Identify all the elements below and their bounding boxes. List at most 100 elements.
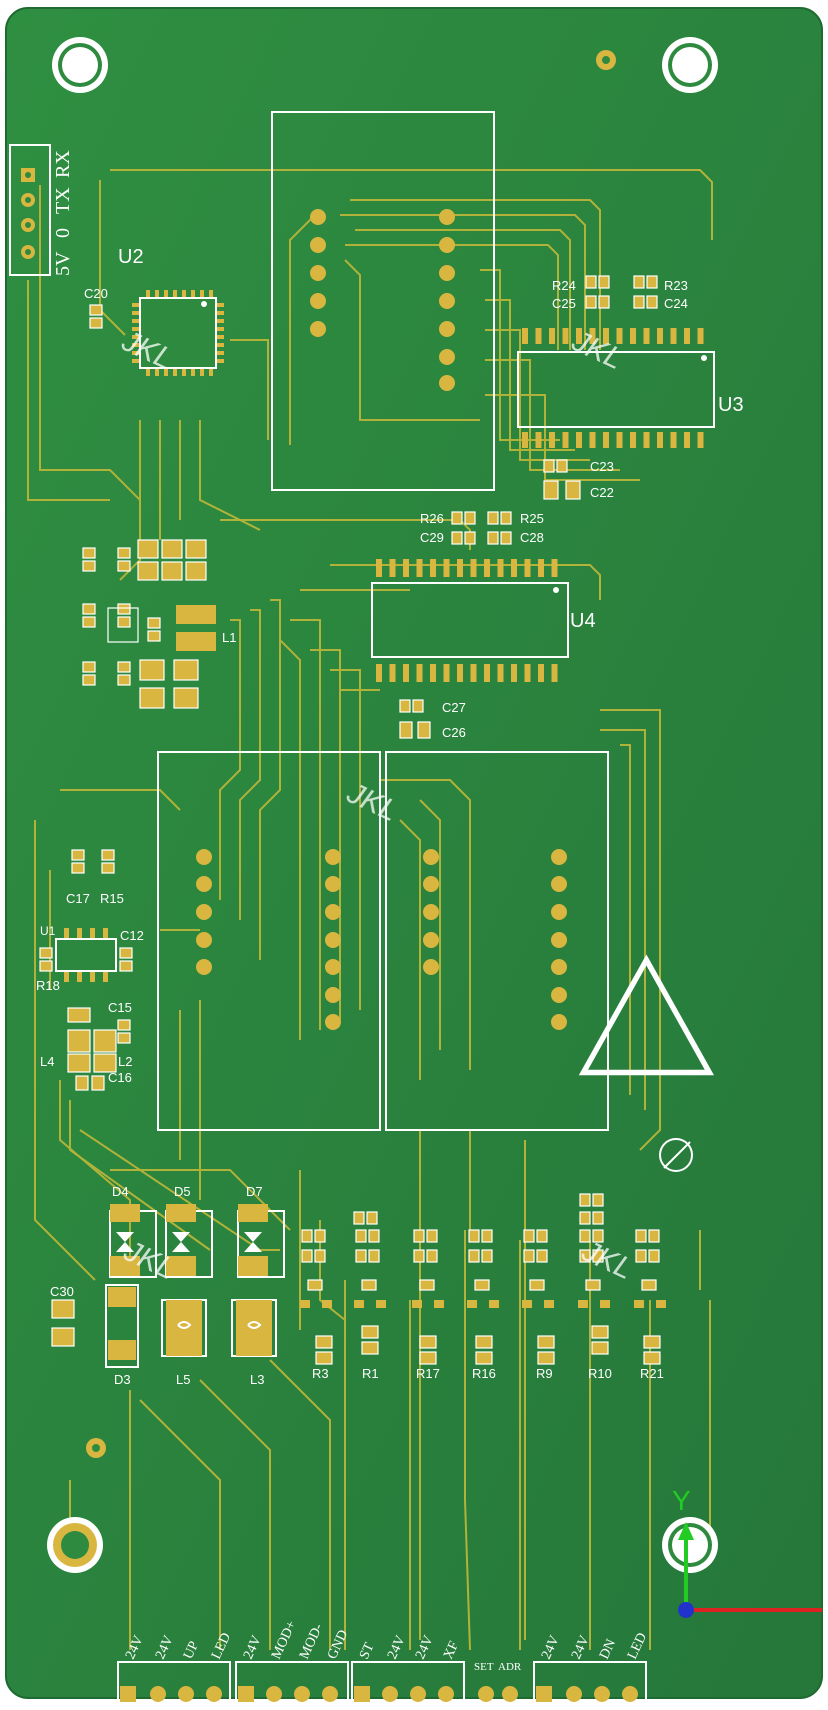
u3-pin bbox=[522, 432, 528, 448]
u2-pin bbox=[214, 327, 224, 331]
axis-indicator bbox=[678, 1522, 822, 1618]
smd-pad bbox=[579, 1229, 591, 1243]
label-c15: C15 bbox=[108, 1000, 132, 1015]
u3-pin bbox=[657, 432, 663, 448]
label-c27: C27 bbox=[442, 700, 466, 715]
connector-pad bbox=[566, 1686, 582, 1702]
u2-pin bbox=[200, 366, 204, 376]
u2-pin bbox=[173, 366, 177, 376]
through-hole-pad bbox=[310, 209, 326, 225]
connector-pad bbox=[502, 1686, 518, 1702]
smd-pad bbox=[412, 699, 424, 713]
smd-pad bbox=[579, 1211, 591, 1225]
smd-pad bbox=[419, 1279, 435, 1291]
smd-pad bbox=[500, 531, 512, 545]
u3-pin bbox=[643, 328, 650, 344]
connector-pad bbox=[178, 1686, 194, 1702]
u3-pin bbox=[603, 328, 609, 344]
u2-pin bbox=[209, 290, 213, 300]
connector-pad bbox=[150, 1686, 166, 1702]
smd-pad bbox=[399, 699, 411, 713]
smd-pad bbox=[82, 616, 96, 628]
u4-pin bbox=[497, 664, 504, 682]
label-c28: C28 bbox=[520, 530, 544, 545]
label-c16: C16 bbox=[108, 1070, 132, 1085]
smd-pad bbox=[147, 630, 161, 642]
smd-pad bbox=[89, 304, 103, 316]
smd-pad bbox=[368, 1249, 380, 1263]
u4-pin1-dot bbox=[553, 587, 559, 593]
label-l3: L3 bbox=[250, 1372, 264, 1387]
smd-pad bbox=[451, 511, 463, 525]
through-hole-pad bbox=[325, 849, 341, 865]
u4-pin bbox=[551, 559, 558, 577]
smd-pad bbox=[413, 1229, 425, 1243]
u4-pin bbox=[497, 559, 504, 577]
label-c24: C24 bbox=[664, 296, 688, 311]
smd-pad bbox=[101, 849, 115, 861]
u3-pin bbox=[603, 432, 609, 448]
through-hole-pad bbox=[325, 932, 341, 948]
through-hole-pad bbox=[423, 959, 439, 975]
smd-pad bbox=[301, 1229, 313, 1243]
smd-pad bbox=[147, 617, 161, 629]
smd-pad bbox=[481, 1249, 493, 1263]
label-r21: R21 bbox=[640, 1366, 664, 1381]
through-hole-pad bbox=[439, 375, 455, 391]
connector-pad bbox=[322, 1686, 338, 1702]
smd-pad bbox=[464, 511, 476, 525]
through-hole-pad bbox=[423, 904, 439, 920]
smd-pad bbox=[481, 1229, 493, 1243]
smd-pad bbox=[464, 531, 476, 545]
through-hole-pad bbox=[551, 987, 567, 1003]
smd-pad bbox=[119, 947, 133, 959]
through-hole-pad bbox=[551, 904, 567, 920]
label-c25: C25 bbox=[552, 296, 576, 311]
mounting-holes bbox=[47, 37, 718, 1573]
connector-pad bbox=[206, 1686, 222, 1702]
smd-pad bbox=[353, 1211, 365, 1225]
label-r24: R24 bbox=[552, 278, 576, 293]
smd-pad bbox=[117, 547, 131, 559]
smd-pad bbox=[468, 1249, 480, 1263]
through-hole-pad bbox=[196, 849, 212, 865]
smd-pad bbox=[39, 960, 53, 972]
u3-pin1-dot bbox=[701, 355, 707, 361]
u3-pin bbox=[616, 328, 623, 344]
connector-label: XF bbox=[441, 1639, 462, 1662]
label-l1: L1 bbox=[222, 630, 236, 645]
label-r1: R1 bbox=[362, 1366, 379, 1381]
u2-label: U2 bbox=[118, 246, 144, 268]
smd-pad bbox=[117, 674, 131, 686]
through-hole-pad bbox=[439, 349, 455, 365]
label-c20: C20 bbox=[84, 286, 108, 301]
smd-pad bbox=[426, 1229, 438, 1243]
connector-pad bbox=[438, 1686, 454, 1702]
connector-pad bbox=[238, 1686, 254, 1702]
through-hole-pad bbox=[196, 932, 212, 948]
label-r23: R23 bbox=[664, 278, 688, 293]
label-r10: R10 bbox=[588, 1366, 612, 1381]
smd-pad bbox=[648, 1249, 660, 1263]
smd-pad bbox=[89, 317, 103, 329]
label-c23: C23 bbox=[590, 459, 614, 474]
u4-pin bbox=[470, 664, 477, 682]
through-hole-pad bbox=[310, 293, 326, 309]
through-hole-pad bbox=[325, 987, 341, 1003]
u4-pin bbox=[551, 664, 558, 682]
u2-pin bbox=[214, 343, 224, 347]
smd-pad bbox=[633, 295, 645, 309]
u3-pin bbox=[535, 432, 542, 448]
u2-pin bbox=[132, 311, 142, 315]
through-hole-pad bbox=[325, 959, 341, 975]
through-hole-pad bbox=[310, 321, 326, 337]
through-hole-pad bbox=[439, 265, 455, 281]
u3-pin bbox=[589, 328, 596, 344]
smd-pad bbox=[543, 459, 555, 473]
u3-pin bbox=[562, 328, 569, 344]
u3-pin bbox=[616, 432, 623, 448]
smd-pad bbox=[648, 1229, 660, 1243]
connector-label: UP bbox=[181, 1639, 202, 1662]
u4-pin bbox=[484, 559, 490, 577]
label-d7: D7 bbox=[246, 1184, 263, 1199]
